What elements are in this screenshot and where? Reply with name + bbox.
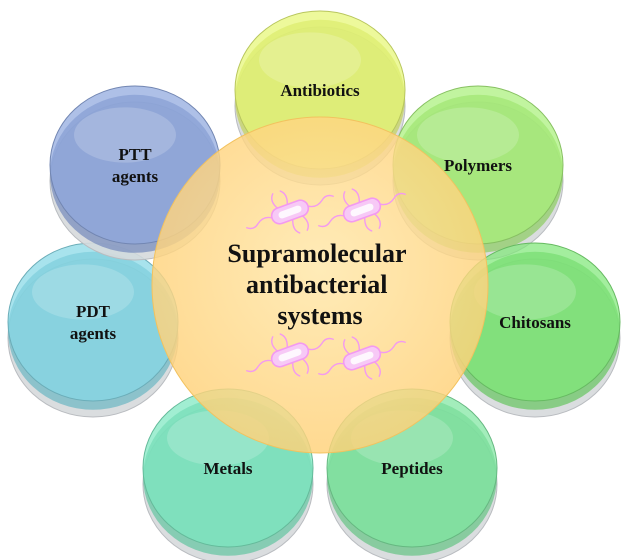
bacterium-icon [318,336,406,380]
dish-highlight [417,107,519,163]
node-label: PTT agents [112,145,159,186]
bacterium-icon [318,188,406,232]
node-2: Chitosans [449,242,621,418]
center-hub: Supramolecular antibacterial systems [151,116,489,454]
node-label: Metals [203,459,252,478]
node-label-line: agents [112,167,159,186]
dish-highlight [74,107,176,163]
node-label: Peptides [381,459,443,478]
center-title: Supramolecular antibacterial systems [227,239,412,330]
bacterium-icon [246,190,334,234]
node-label: Polymers [444,156,512,175]
node-label-line: Chitosans [499,313,571,332]
center-title-line-3: systems [277,301,362,330]
dish-highlight [474,264,576,320]
node-5: PDT agents [7,242,179,418]
node-label: Chitosans [499,313,571,332]
node-label-line: Peptides [381,459,443,478]
node-label-line: Metals [203,459,252,478]
node-label-line: PDT [76,302,111,321]
center-title-line-1: Supramolecular [227,239,406,268]
node-label-line: Polymers [444,156,512,175]
node-label-line: Antibiotics [280,81,360,100]
center-title-line-2: antibacterial [246,270,388,299]
bacteria-icons [246,188,406,380]
center-circle [151,116,489,454]
node-label-line: PTT [118,145,152,164]
node-label: Antibiotics [280,81,360,100]
bacterium-icon [246,333,334,377]
node-label: PDT agents [70,302,117,343]
node-label-line: agents [70,324,117,343]
dish-highlight [259,32,361,88]
dish-highlight [32,264,134,320]
